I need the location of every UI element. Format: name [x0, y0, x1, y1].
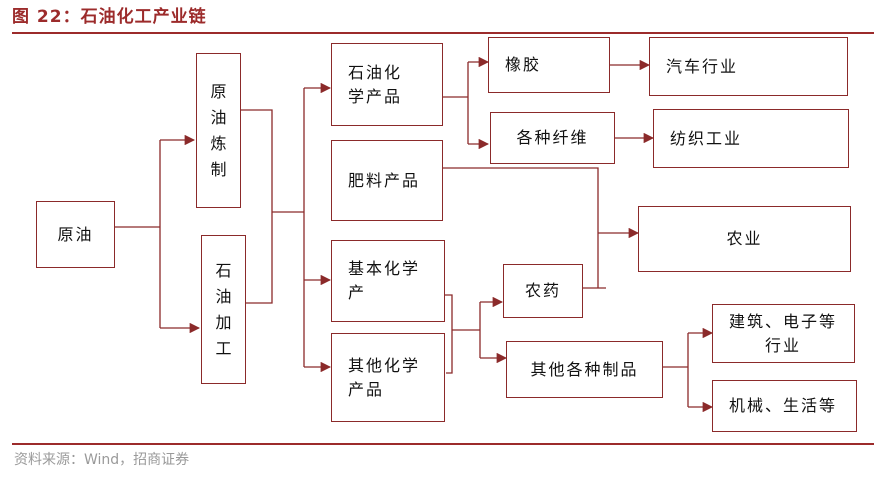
node-construction-electronics: 建筑、电子等行业 — [712, 304, 855, 363]
connector-merge — [240, 109, 273, 304]
node-agriculture: 农业 — [638, 206, 851, 272]
node-petroleum-processing: 石油加工 — [201, 235, 246, 384]
node-fertilizer-products: 肥料产品 — [331, 140, 443, 221]
node-fibers: 各种纤维 — [490, 112, 615, 164]
bottom-rule — [12, 443, 874, 445]
figure-title: 图 22：石油化工产业链 — [12, 7, 207, 27]
connector-chem-merge — [444, 294, 453, 374]
node-textile-industry: 纺织工业 — [653, 109, 849, 168]
connector-fertilizer — [442, 167, 599, 288]
node-rubber: 橡胶 — [488, 37, 610, 93]
node-basic-chemical-products: 基本化学产 — [331, 240, 445, 322]
node-pesticide: 农药 — [503, 264, 583, 318]
node-petrochemical-products: 石油化学产品 — [331, 43, 443, 126]
node-machinery-living: 机械、生活等 — [712, 380, 857, 432]
node-auto-industry: 汽车行业 — [649, 37, 848, 96]
figure-source: 资料来源：Wind，招商证券 — [14, 452, 190, 468]
node-crude-refining: 原油炼制 — [196, 53, 241, 208]
node-other-chemical-products: 其他化学产品 — [331, 333, 445, 422]
node-crude-oil: 原油 — [36, 201, 115, 268]
node-other-products: 其他各种制品 — [506, 341, 663, 398]
title-rule — [12, 32, 874, 34]
